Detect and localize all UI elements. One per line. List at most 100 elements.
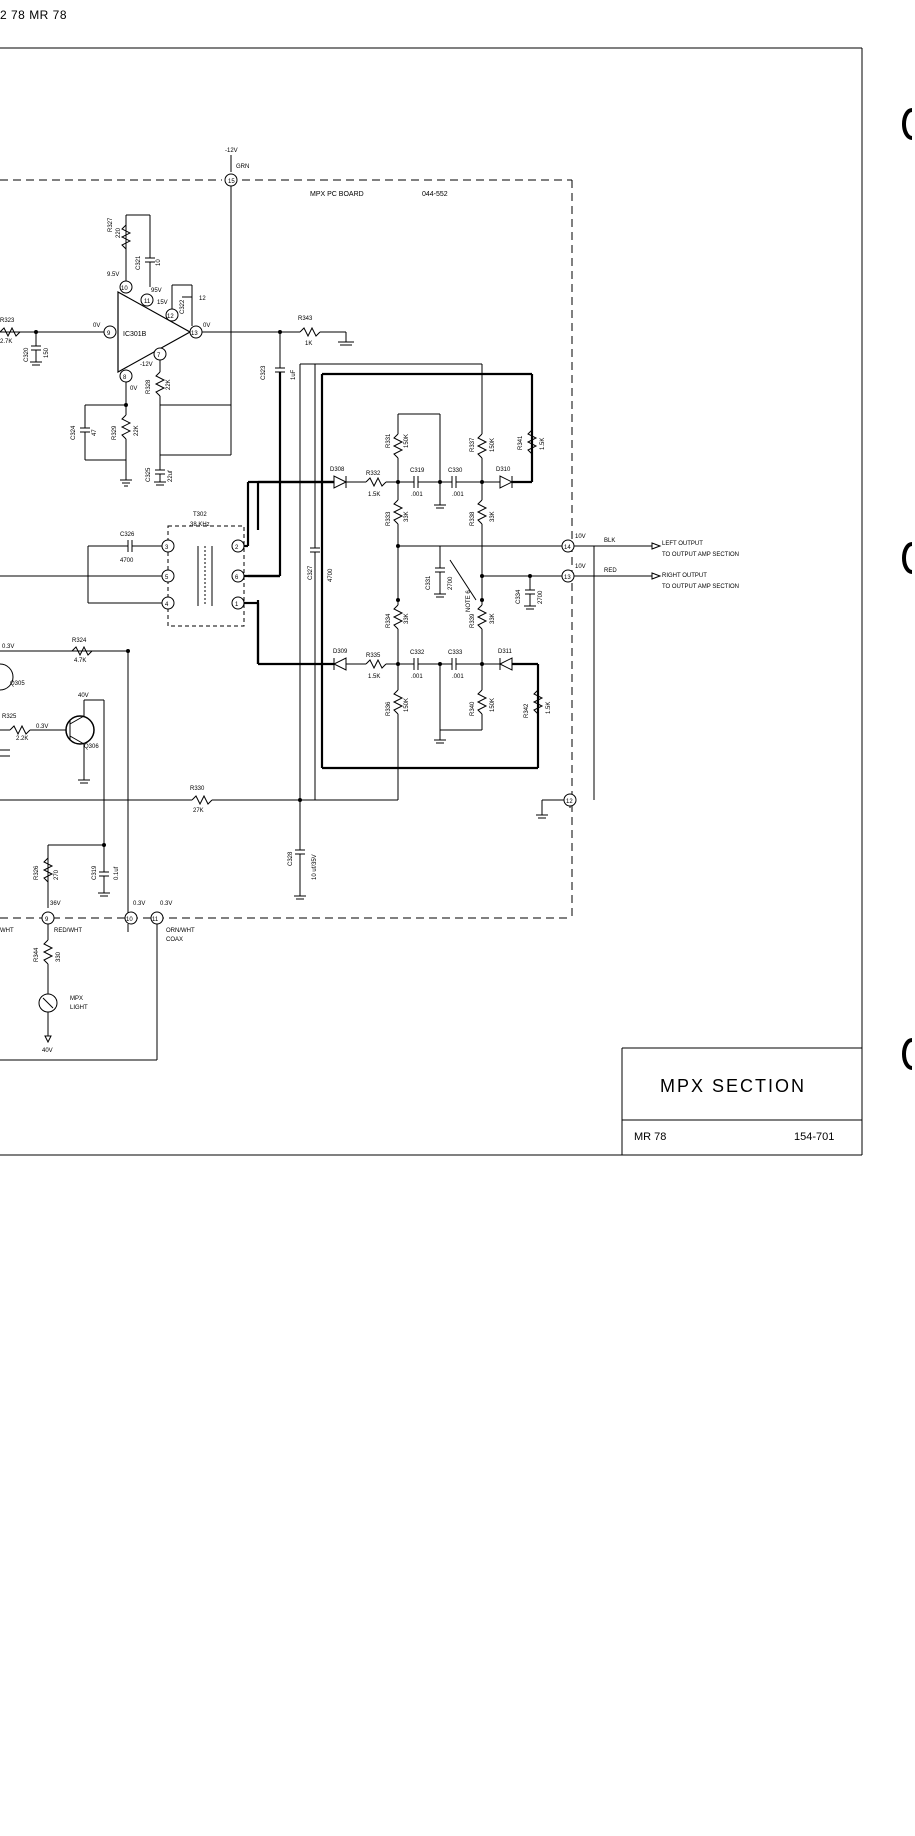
svg-text:10V: 10V [575, 534, 586, 540]
svg-text:D309: D309 [333, 649, 348, 655]
pc-board-boundary: MPX PC BOARD 044-552 [0, 179, 573, 919]
svg-text:11: 11 [152, 917, 159, 923]
svg-text:WHT: WHT [0, 928, 14, 934]
svg-text:2700: 2700 [538, 590, 544, 604]
binder-marks [902, 108, 913, 1070]
svg-text:10: 10 [121, 286, 128, 292]
svg-text:40V: 40V [42, 1048, 53, 1054]
svg-text:3: 3 [165, 545, 169, 551]
ic-feedback: R327 220 C321 10 C322 12 R328 22K C324 4… [0, 214, 231, 487]
title-block-model: MR 78 [634, 1131, 666, 1143]
svg-text:5: 5 [165, 575, 169, 581]
svg-text:C319: C319 [92, 865, 98, 880]
svg-text:33K: 33K [404, 613, 410, 624]
svg-text:10 uf/35V: 10 uf/35V [312, 854, 318, 880]
svg-text:R337: R337 [470, 437, 476, 452]
title-block-drawing-number: 154-701 [794, 1131, 834, 1143]
svg-text:D311: D311 [498, 649, 513, 655]
title-block: MPX SECTION MR 78 154-701 [621, 1047, 862, 1155]
svg-text:R327: R327 [108, 217, 114, 232]
svg-text:2700: 2700 [448, 576, 454, 590]
svg-text:6: 6 [235, 575, 239, 581]
svg-text:0V: 0V [130, 386, 137, 392]
svg-text:220: 220 [116, 227, 122, 238]
svg-text:47: 47 [92, 429, 98, 436]
svg-text:R329: R329 [112, 425, 118, 440]
svg-text:-12V: -12V [140, 362, 153, 368]
svg-text:10: 10 [156, 259, 162, 266]
svg-text:RED/WHT: RED/WHT [54, 928, 82, 934]
svg-text:R335: R335 [366, 653, 381, 659]
svg-text:R336: R336 [386, 701, 392, 716]
svg-text:R330: R330 [190, 786, 205, 792]
svg-text:C328: C328 [288, 851, 294, 866]
svg-text:9: 9 [45, 917, 49, 923]
svg-text:1uF: 1uF [291, 369, 297, 380]
svg-text:9: 9 [107, 331, 111, 337]
svg-text:ORN/WHT: ORN/WHT [166, 928, 195, 934]
r330: R330 27K C328 10 uf/35V 12 [0, 786, 577, 900]
svg-text:R338: R338 [470, 511, 476, 526]
svg-text:C324: C324 [71, 425, 77, 440]
svg-text:R333: R333 [386, 511, 392, 526]
svg-text:R343: R343 [298, 316, 313, 322]
svg-text:C332: C332 [410, 650, 425, 656]
svg-text:40V: 40V [78, 693, 89, 699]
svg-text:4700: 4700 [120, 558, 134, 564]
svg-text:IC301B: IC301B [123, 331, 147, 338]
c327: C327 4700 [308, 364, 334, 800]
svg-text:13: 13 [191, 331, 198, 337]
transformer-t302: T302 38 KHz 3 5 4 2 6 1 C326 4700 [0, 480, 334, 664]
upper-demod-row: D308 R332 1.5K C319 .001 C330 .001 D310 … [256, 364, 546, 600]
svg-text:TO OUTPUT AMP SECTION: TO OUTPUT AMP SECTION [662, 552, 739, 558]
svg-text:R339: R339 [470, 613, 476, 628]
svg-text:MPX: MPX [70, 996, 83, 1002]
svg-text:NOTE 6: NOTE 6 [466, 590, 472, 612]
ic-output: R343 1K C323 1uF [202, 316, 354, 578]
svg-text:.001: .001 [452, 492, 464, 498]
svg-text:22K: 22K [166, 379, 172, 390]
svg-text:10V: 10V [575, 564, 586, 570]
svg-text:1.5K: 1.5K [546, 702, 552, 714]
svg-text:27K: 27K [193, 808, 204, 814]
svg-text:12: 12 [167, 314, 174, 320]
svg-text:COAX: COAX [166, 937, 183, 943]
svg-text:7: 7 [157, 353, 161, 359]
svg-text:4.7K: 4.7K [74, 658, 86, 664]
svg-text:0.3V: 0.3V [36, 724, 48, 730]
svg-text:4700: 4700 [328, 568, 334, 582]
svg-text:0.3V: 0.3V [160, 901, 172, 907]
svg-text:1.5K: 1.5K [540, 438, 546, 450]
svg-text:C327: C327 [308, 565, 314, 580]
svg-text:TO OUTPUT AMP SECTION: TO OUTPUT AMP SECTION [662, 584, 739, 590]
svg-text:R331: R331 [386, 433, 392, 448]
svg-text:13: 13 [564, 575, 571, 581]
svg-text:270: 270 [54, 869, 60, 880]
svg-text:2: 2 [235, 545, 239, 551]
svg-text:150K: 150K [490, 438, 496, 452]
svg-text:12: 12 [199, 296, 206, 302]
svg-text:R326: R326 [34, 865, 40, 880]
svg-text:4: 4 [165, 602, 169, 608]
svg-text:R340: R340 [470, 701, 476, 716]
svg-text:1.5K: 1.5K [368, 492, 380, 498]
svg-text:0V: 0V [203, 323, 210, 329]
svg-text:C321: C321 [136, 255, 142, 270]
svg-text:2.2K: 2.2K [16, 736, 28, 742]
svg-text:Q306: Q306 [84, 744, 99, 750]
svg-text:C330: C330 [448, 468, 463, 474]
svg-text:C331: C331 [426, 575, 432, 590]
svg-text:T302: T302 [193, 512, 207, 518]
svg-text:LIGHT: LIGHT [70, 1005, 88, 1011]
drawing-frame [0, 47, 863, 1156]
svg-text:1: 1 [235, 602, 239, 608]
svg-text:R325: R325 [2, 714, 17, 720]
svg-text:0.3V: 0.3V [133, 901, 145, 907]
svg-text:R344: R344 [34, 947, 40, 962]
svg-text:C323: C323 [261, 365, 267, 380]
svg-text:95V: 95V [151, 288, 162, 294]
svg-text:0.3V: 0.3V [2, 644, 14, 650]
svg-text:RIGHT OUTPUT: RIGHT OUTPUT [662, 573, 707, 579]
svg-text:330: 330 [56, 951, 62, 962]
svg-text:C325: C325 [146, 467, 152, 482]
